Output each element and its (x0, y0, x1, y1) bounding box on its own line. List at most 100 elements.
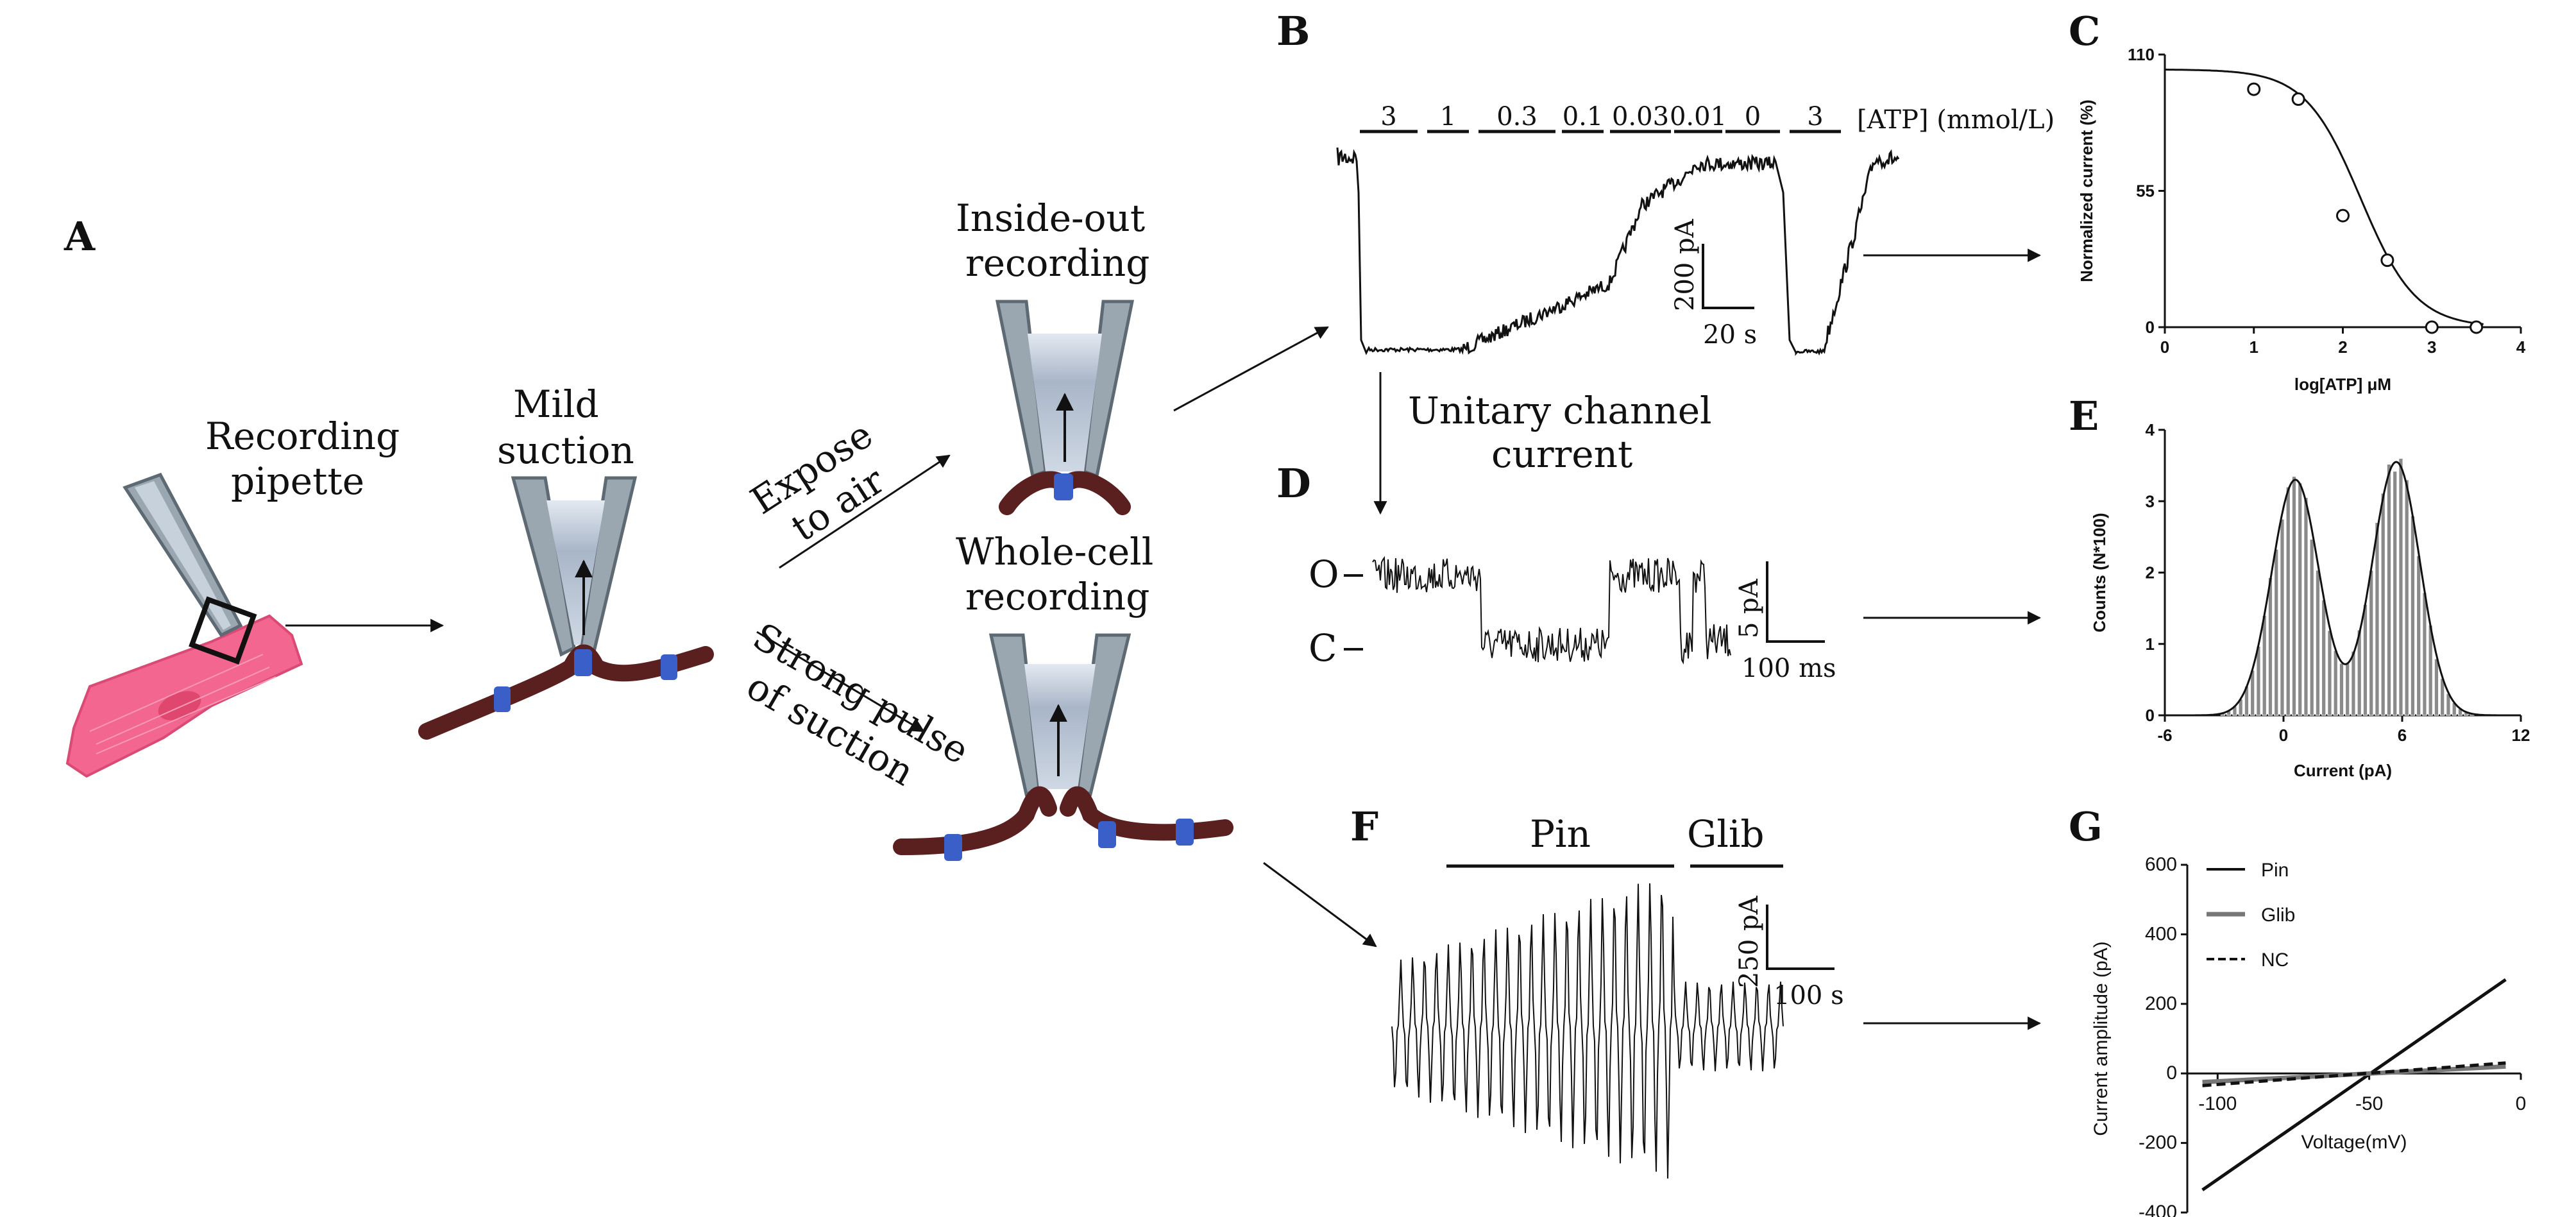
glib-label: Glib (1687, 812, 1765, 856)
panel-letter-d: D (1276, 460, 1311, 507)
panel-letter-f: F (1350, 803, 1378, 850)
atp-conc-label: 3 (1380, 102, 1396, 132)
histogram-bar (2398, 458, 2403, 716)
y-tick-label: 200 (2145, 993, 2177, 1014)
histogram-bar (2303, 497, 2309, 716)
x-tick-label: 6 (2398, 726, 2407, 745)
legend-label: Glib (2261, 905, 2295, 926)
histogram-bar (2380, 493, 2385, 716)
single-channel-trace (1372, 556, 1731, 665)
x-tick-label: 12 (2512, 726, 2530, 745)
panel-letter-b: B (1276, 8, 1310, 55)
whole-cell-ramp-trace (1391, 883, 1784, 1179)
atp-conc-label: 3 (1807, 102, 1823, 132)
svg-text:20 s: 20 s (1703, 320, 1757, 350)
atp-conc-label: 0 (1745, 102, 1761, 132)
atp-conc-label: 0.1 (1563, 102, 1604, 132)
histogram-bar (2262, 615, 2267, 716)
series-line-glib (2202, 1064, 2506, 1085)
panel-f: F Pin Glib 250 pA 100 s (1350, 803, 2042, 1179)
histogram-bar (2339, 663, 2344, 716)
x-axis-label: Current (pA) (2294, 761, 2392, 780)
histogram-bar (2434, 658, 2439, 716)
data-point (2291, 92, 2305, 106)
histogram-bar (2256, 645, 2261, 716)
expose-to-air-label: Expose to air (743, 406, 915, 561)
y-axis-label: Normalized current (%) (2077, 99, 2096, 282)
atp-conc-label: 0.03 (1612, 102, 1669, 132)
gaussian-fit (2184, 461, 2500, 717)
whole-cell-label: Whole-cell recording (956, 530, 1165, 618)
cardiomyocyte-cell (65, 614, 303, 778)
histogram-bar (2375, 522, 2380, 716)
arrow-whole-cell (1263, 862, 1377, 948)
y-tick-label: -200 (2139, 1132, 2177, 1153)
x-tick-label: 0 (2279, 726, 2288, 745)
y-tick-label: 1 (2146, 634, 2155, 654)
y-tick-label: 600 (2145, 854, 2177, 875)
histogram-bar (2345, 663, 2350, 716)
x-axis-label: Voltage(mV) (2301, 1132, 2407, 1153)
panel-letter-e: E (2069, 393, 2099, 439)
y-axis-label: Counts (N*100) (2090, 513, 2109, 632)
x-tick-label: 0 (2516, 1093, 2527, 1114)
histogram-bar (2393, 471, 2398, 716)
scale-bar-b: 200 pA 20 s (1670, 218, 1757, 350)
x-tick-label: 3 (2427, 337, 2436, 357)
pin-label: Pin (1530, 812, 1591, 856)
data-point (2380, 253, 2394, 268)
histogram-bar (2315, 570, 2321, 716)
arrow-expose (779, 454, 951, 569)
histogram-bar (2410, 515, 2416, 716)
histogram-bar (2267, 577, 2273, 716)
svg-text:250 pA: 250 pA (1734, 895, 1764, 988)
y-axis-label: Current amplitude (pA) (2090, 941, 2112, 1136)
pipette-inside-out (995, 300, 1135, 515)
closed-state-label: C (1309, 626, 1337, 670)
panel-d: D Unitary channel current O C 5 pA 100 m… (1276, 389, 2042, 683)
atp-conc-label: 0.3 (1496, 102, 1538, 132)
y-tick-label: 55 (2136, 182, 2155, 201)
panel-a: A Recording pipette Mild suction (64, 196, 1377, 948)
x-tick-label: 4 (2516, 337, 2526, 357)
data-point (2470, 320, 2484, 334)
pipette-whole-cell (988, 633, 1131, 797)
histogram-bar (2351, 651, 2356, 716)
arrow-strong (756, 631, 925, 733)
histogram-bar (2369, 570, 2374, 716)
panel-letter-g: G (2069, 803, 2103, 850)
histogram-bar (2280, 518, 2285, 716)
scale-bar-f: 250 pA 100 s (1734, 895, 1844, 1010)
data-point (2336, 209, 2350, 223)
arrow-inside-out (1173, 326, 1329, 412)
atp-conc-label: 1 (1440, 102, 1456, 132)
series-line-nc (2202, 1061, 2506, 1087)
y-tick-label: 3 (2146, 491, 2155, 511)
inside-out-label: Inside-out recording (956, 196, 1157, 285)
open-state-label: O (1309, 552, 1339, 596)
svg-text:100 ms: 100 ms (1741, 654, 1836, 683)
histogram-bar (2285, 486, 2291, 716)
y-tick-label: 0 (2146, 318, 2155, 337)
y-tick-label: 400 (2145, 923, 2177, 944)
svg-text:100 s: 100 s (1774, 981, 1844, 1010)
histogram-bar (2362, 604, 2368, 716)
svg-text:5 pA: 5 pA (1734, 578, 1764, 638)
y-tick-label: 0 (2146, 706, 2155, 725)
histogram-bar (2428, 625, 2433, 716)
mild-suction-label: Mild suction (497, 382, 634, 472)
legend-label: NC (2261, 949, 2289, 971)
histogram-bar (2333, 650, 2338, 716)
histogram-bar (2416, 555, 2421, 716)
y-tick-label: 4 (2146, 420, 2155, 439)
histogram-bar (2298, 482, 2303, 716)
legend-label: Pin (2261, 860, 2289, 881)
x-tick-label: -100 (2198, 1093, 2237, 1114)
panel-letter-a: A (64, 213, 96, 260)
